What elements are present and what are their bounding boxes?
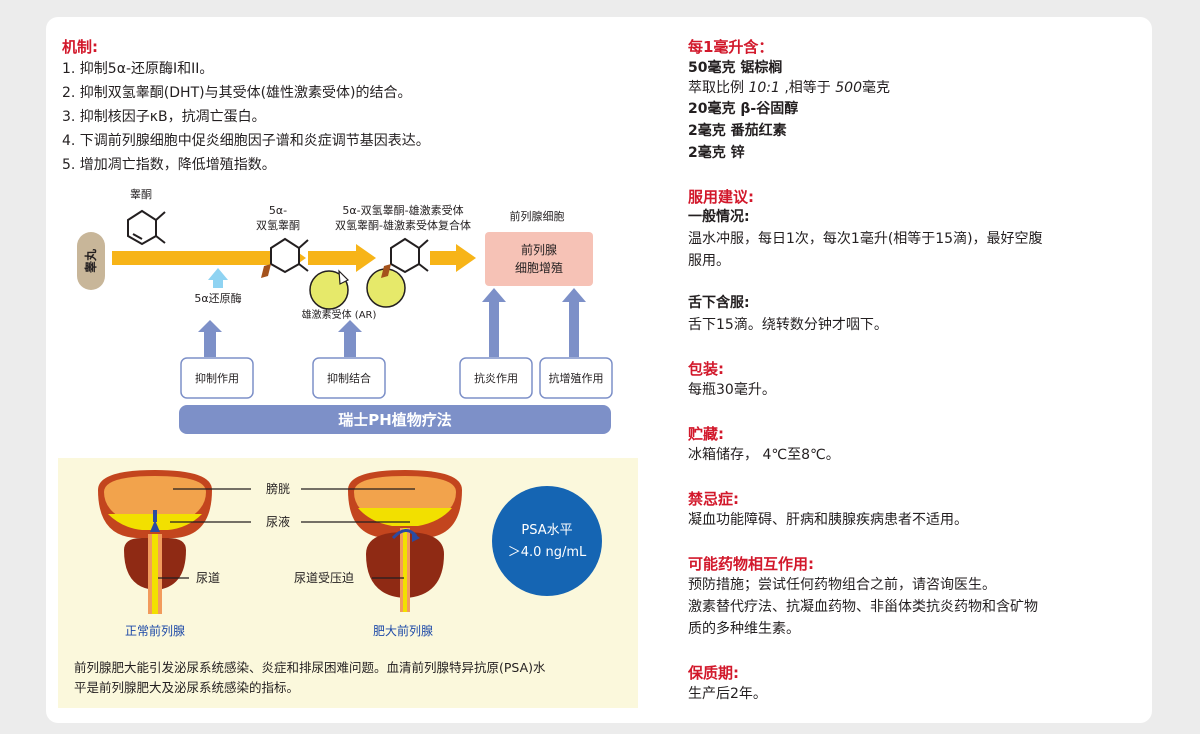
psa-circle — [492, 486, 602, 596]
shelf-life-line1: 生产后2年。 — [688, 686, 767, 702]
normal-prostate-label: 正常前列腺 — [125, 623, 185, 638]
storage-line1: 冰箱储存， 4℃至8℃。 — [688, 447, 840, 463]
urethra-label: 尿道 — [196, 571, 220, 585]
dht-molecule — [270, 237, 309, 274]
dht-tag — [261, 264, 271, 278]
anatomy-note: 前列腺肥大能引发泌尿系统感染、炎症和排尿困难问题。血清前列腺特异抗原(PSA)水… — [74, 658, 546, 698]
proliferation-box — [485, 232, 593, 286]
mechanism-item-2: 2. 抑制双氢睾酮(DHT)与其受体(雄性激素受体)的结合。 — [62, 85, 412, 101]
shelf-life-title: 保质期: — [688, 664, 739, 682]
dht-label-line2: 双氢睾酮 — [256, 218, 300, 232]
testicle-pill — [77, 232, 105, 290]
box-inhibition-label: 抑制作用 — [195, 371, 239, 385]
interactions-line2: 激素替代疗法、抗凝血药物、非甾体类抗炎药物和含矿物 — [688, 599, 1038, 615]
normal-prostate-illustration — [98, 470, 212, 614]
complex-label-line2: 双氢睾酮-雄激素受体复合体 — [335, 218, 471, 232]
mechanism-item-5: 5. 增加凋亡指数，降低增殖指数。 — [62, 157, 276, 173]
interactions-line3: 质的多种维生素。 — [688, 621, 800, 637]
therapy-label: 瑞士PH植物疗法 — [338, 411, 452, 429]
general-line1: 温水冲服，每日1次，每次1毫升(相等于15滴)，最好空腹 — [688, 231, 1043, 247]
inhibit-arrow-1 — [198, 320, 222, 357]
box-anti-inflammatory — [459, 357, 533, 399]
androgen-receptor-free — [309, 269, 350, 310]
box-binding-inhibition — [312, 357, 386, 399]
box-anti-proliferation-label: 抗增殖作用 — [549, 371, 604, 385]
dht-label-line1: 5α- — [269, 204, 287, 217]
contraindications-title: 禁忌症: — [688, 490, 739, 508]
box-anti-proliferation — [539, 357, 613, 399]
enlarged-prostate-illustration — [348, 470, 462, 612]
ingredient-saw-palmetto: 50毫克 锯棕榈 — [688, 60, 783, 76]
psa-label-line1: PSA水平 — [521, 523, 572, 538]
mechanism-diagram: 睾丸 睾酮 5α- 双氢睾酮 5α-双氢睾酮-雄激素受体 双氢睾酮-雄激素受体复… — [77, 187, 613, 434]
proliferation-line1: 前列腺 — [521, 242, 557, 257]
ingredient-zinc: 2毫克 锌 — [688, 145, 745, 161]
testicle-label: 睾丸 — [83, 248, 98, 273]
contraindications-line1: 凝血功能障碍、肝病和胰腺疾病患者不适用。 — [688, 512, 968, 528]
receptor-label: 雄激素受体 (AR) — [302, 308, 377, 321]
ingredient-lycopene: 2毫克 番茄红素 — [688, 123, 787, 139]
extract-equivalent-unit: 毫克 — [862, 80, 890, 96]
anti-proliferation-arrow — [562, 288, 586, 357]
bladder-label: 膀胱 — [266, 481, 290, 496]
general-line2: 服用。 — [688, 253, 730, 269]
package-title: 包装: — [688, 360, 724, 378]
enlarged-prostate-label: 肥大前列腺 — [373, 623, 433, 638]
anti-inflammatory-arrow — [482, 288, 506, 357]
anatomy-diagram: 膀胱 尿液 尿道 尿道受压迫 正常前列腺 肥大前列腺 PSA水平 ＞4.0 ng… — [98, 470, 602, 638]
inhibit-arrow-2 — [338, 320, 362, 357]
box-anti-inflammatory-label: 抗炎作用 — [474, 371, 518, 385]
per-ml-title: 每1毫升含： — [688, 38, 774, 56]
sublingual-line1: 舌下15滴。绕转数分钟才咽下。 — [688, 317, 888, 333]
mechanism-item-4: 4. 下调前列腺细胞中促炎细胞因子谱和炎症调节基因表达。 — [62, 133, 430, 149]
extract-equivalent-value: 500 — [835, 80, 862, 96]
extract-ratio-mid: ,相等于 — [779, 80, 836, 96]
storage-title: 贮藏: — [688, 425, 724, 443]
proliferation-line2: 细胞增殖 — [515, 260, 563, 275]
reductase-arrow — [208, 268, 228, 288]
urine-label: 尿液 — [266, 514, 290, 529]
extract-ratio-prefix: 萃取比例 — [688, 80, 749, 96]
box-binding-label: 抑制结合 — [327, 371, 371, 385]
anatomy-note-line2: 平是前列腺肥大及泌尿系统感染的指标。 — [74, 680, 300, 695]
flow-arrow-3 — [430, 244, 476, 272]
sublingual-title: 舌下含服: — [688, 295, 750, 311]
extract-ratio-value: 10:1 — [748, 80, 780, 96]
usage-title: 服用建议: — [688, 188, 754, 206]
therapy-bar — [179, 405, 611, 434]
flow-arrow-2 — [308, 244, 376, 272]
box-inhibition — [180, 357, 254, 399]
anatomy-note-line1: 前列腺肥大能引发泌尿系统感染、炎症和排尿困难问题。血清前列腺特异抗原(PSA)水 — [74, 660, 546, 675]
psa-label-line2: ＞4.0 ng/mL — [508, 545, 587, 560]
interactions-line1: 预防措施；尝试任何药物组合之前，请咨询医生。 — [688, 577, 996, 593]
interactions-title: 可能药物相互作用: — [688, 555, 814, 573]
general-title: 一般情况: — [688, 209, 750, 225]
testosterone-molecule — [127, 209, 166, 246]
reductase-label: 5α还原酶 — [194, 292, 241, 305]
mechanism-item-3: 3. 抑制核因子κB，抗凋亡蛋白。 — [62, 109, 266, 125]
extract-ratio: 萃取比例 10:1 ,相等于 500毫克 — [688, 78, 890, 99]
prostate-cell-label: 前列腺细胞 — [510, 209, 565, 223]
complex-molecule — [390, 237, 429, 274]
complex-label-line1: 5α-双氢睾酮-雄激素受体 — [342, 203, 463, 217]
complex-tag — [381, 264, 391, 278]
mechanism-item-1: 1. 抑制5α-还原酶I和II。 — [62, 61, 214, 77]
package-line1: 每瓶30毫升。 — [688, 382, 776, 398]
testosterone-label: 睾酮 — [130, 187, 152, 201]
ingredient-beta-sitosterol: 20毫克 β-谷固醇 — [688, 101, 799, 117]
mechanism-title: 机制: — [62, 38, 98, 56]
compressed-label: 尿道受压迫 — [294, 571, 354, 585]
